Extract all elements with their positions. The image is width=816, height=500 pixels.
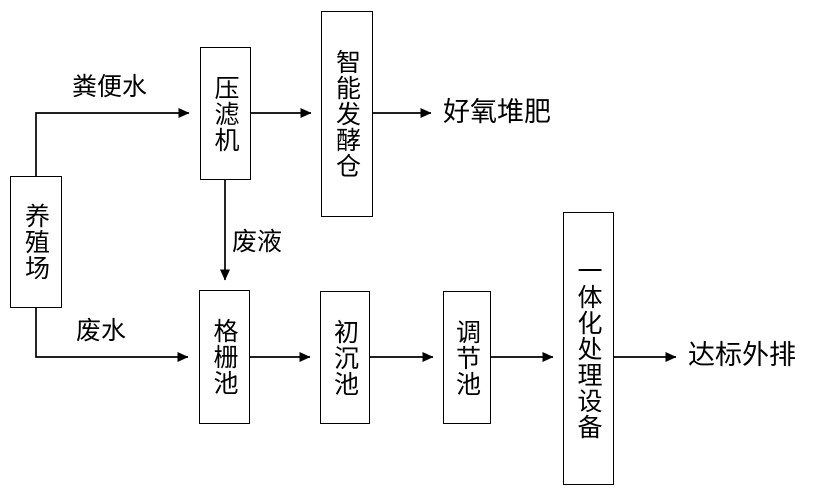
edge-label-manure-water: 粪便水 — [72, 72, 148, 101]
node-farm[interactable]: 养殖场 — [10, 176, 62, 308]
node-primary-sedimentation-tank[interactable]: 初沉池 — [320, 291, 370, 424]
node-smart-fermentation-bin-label: 智能发酵仓 — [332, 49, 362, 179]
terminal-aerobic-composting: 好氧堆肥 — [443, 97, 551, 128]
edge-label-wastewater: 废水 — [76, 316, 127, 345]
node-regulating-tank[interactable]: 调节池 — [443, 291, 491, 424]
connector-farm-to-grille — [35, 308, 189, 362]
terminal-compliant-discharge: 达标外排 — [688, 340, 796, 371]
node-integrated-treatment-equipment-label: 一体化处理设备 — [574, 257, 603, 440]
node-primary-sedimentation-tank-label: 初沉池 — [330, 318, 360, 397]
edge-label-waste-liquid: 废液 — [232, 227, 283, 256]
node-grille-tank-label: 格栅池 — [210, 318, 239, 396]
node-integrated-treatment-equipment[interactable]: 一体化处理设备 — [563, 212, 614, 485]
node-smart-fermentation-bin[interactable]: 智能发酵仓 — [321, 11, 373, 217]
node-grille-tank[interactable]: 格栅池 — [199, 290, 250, 424]
connector-farm-to-filterpress — [35, 108, 190, 176]
node-regulating-tank-label: 调节池 — [452, 318, 482, 397]
node-farm-label: 养殖场 — [21, 203, 51, 281]
node-filter-press[interactable]: 压滤机 — [200, 47, 251, 180]
node-filter-press-label: 压滤机 — [211, 74, 240, 153]
